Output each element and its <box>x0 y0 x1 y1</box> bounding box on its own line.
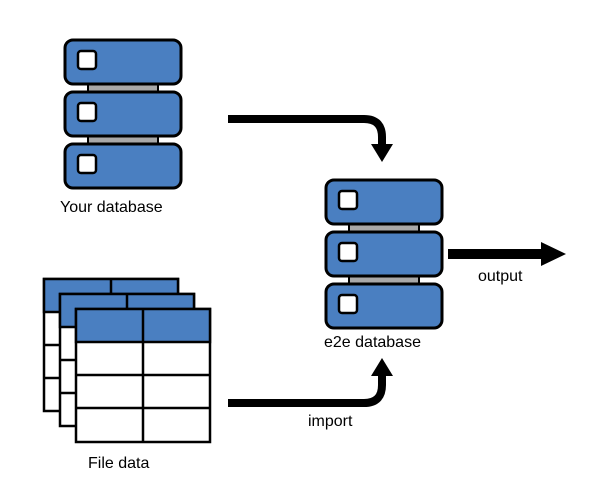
output-label: output <box>478 268 523 285</box>
arrow-to-e2e-top <box>228 115 393 162</box>
your-database-icon <box>63 38 183 190</box>
file-data-icon <box>42 277 212 444</box>
import-label: import <box>308 413 353 430</box>
your-database-label: Your database <box>60 199 163 216</box>
e2e-database-label: e2e database <box>324 334 421 351</box>
table-front <box>74 307 212 444</box>
import-arrow <box>228 358 393 407</box>
e2e-database-icon <box>324 178 444 330</box>
output-arrow <box>448 242 566 266</box>
file-data-label: File data <box>88 455 150 472</box>
